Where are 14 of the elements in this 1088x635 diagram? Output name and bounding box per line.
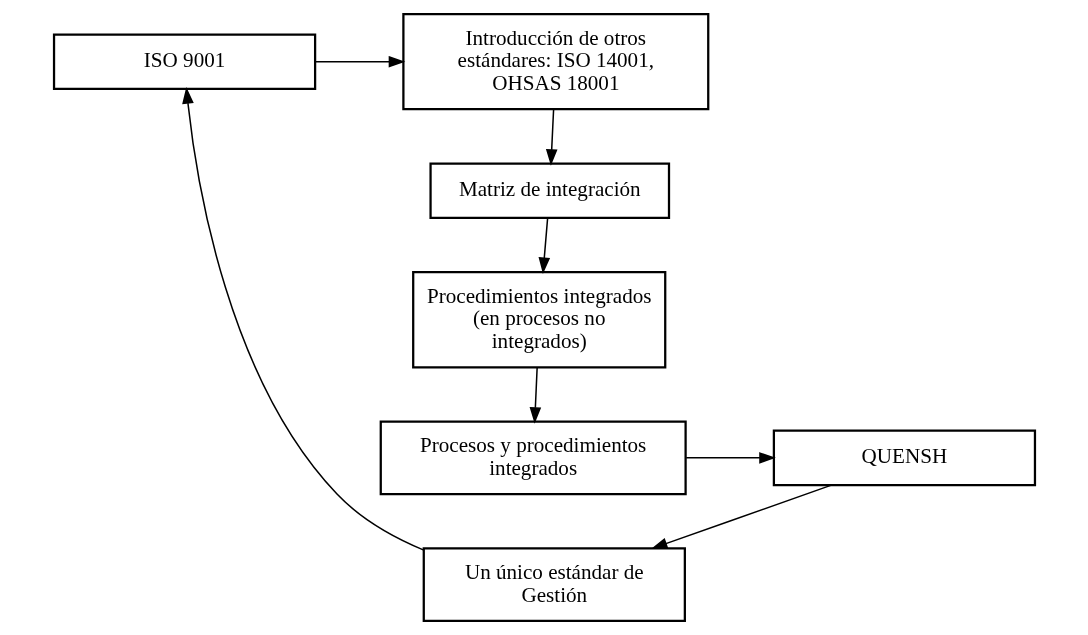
- arrow: [538, 217, 550, 275]
- arrow: [314, 55, 405, 68]
- arrow: [181, 87, 424, 551]
- node-box: Procedimientos integrados (en procesos no integrados): [411, 271, 666, 369]
- arrow: [545, 108, 557, 166]
- node-box: Introducción de otros estándares: ISO 14001, OHSAS 18001: [401, 13, 709, 111]
- arrow: [529, 366, 541, 424]
- arrow: [684, 452, 776, 464]
- arrow: [650, 484, 832, 549]
- node-box: Un único estándar de Gestión: [422, 547, 686, 622]
- node-box: Matriz de integración: [428, 162, 670, 220]
- node-box: ISO 9001: [52, 33, 316, 90]
- node-box: Procesos y procedimientos integrados: [379, 420, 687, 496]
- node-box: QUENSH: [772, 429, 1036, 487]
